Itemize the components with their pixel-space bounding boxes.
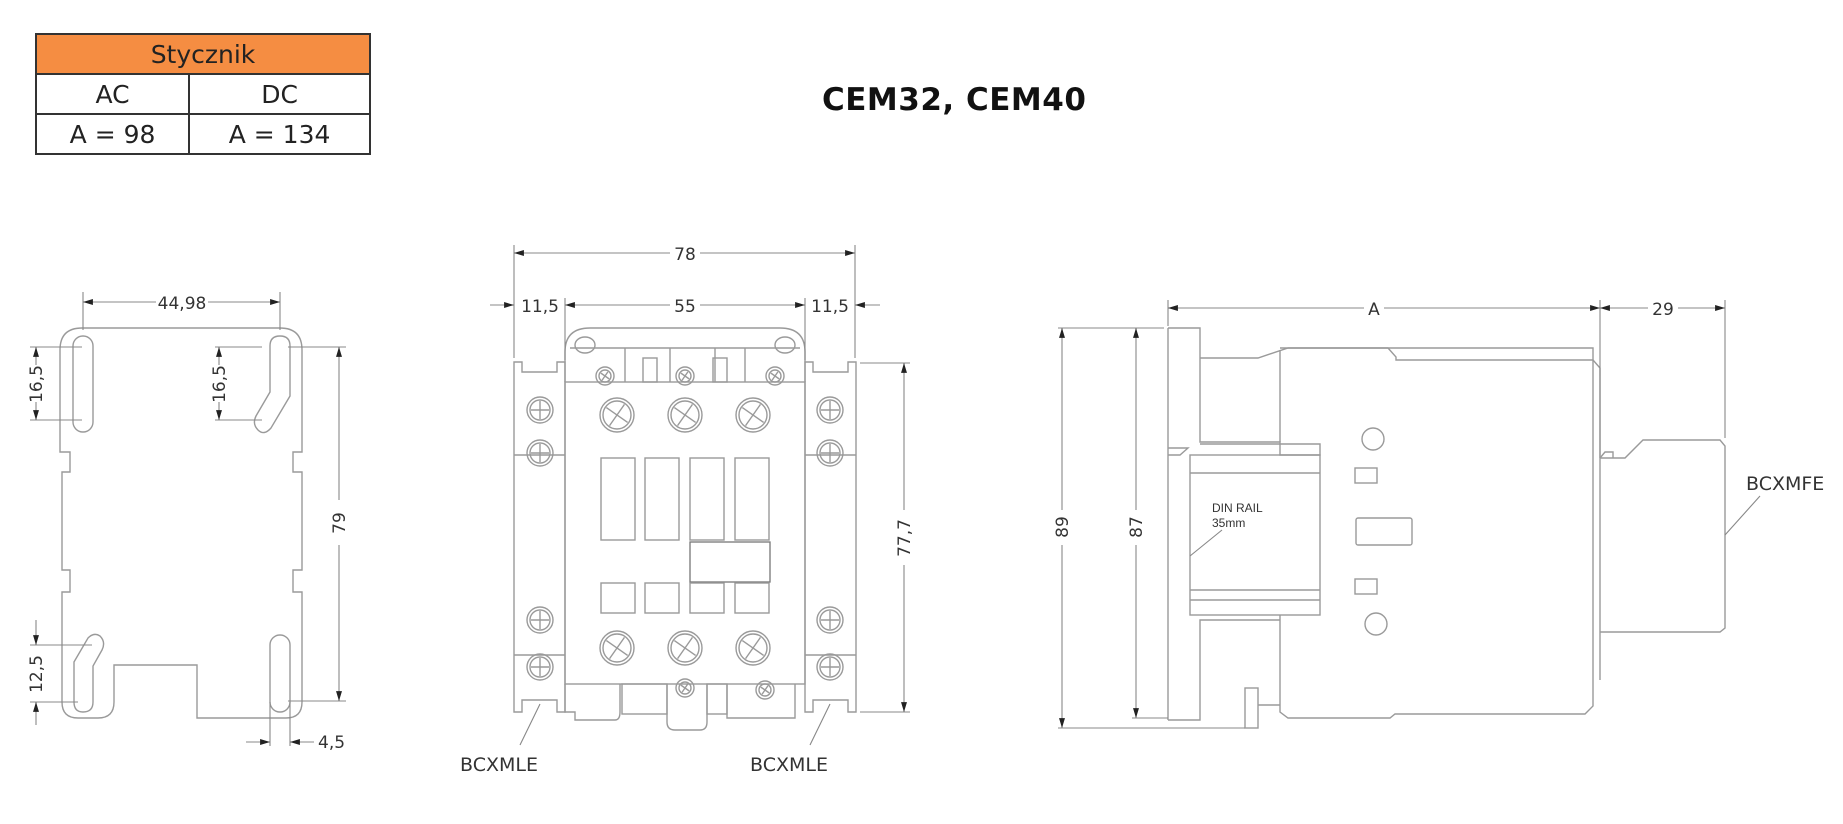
screw-icon <box>526 396 554 424</box>
dim-body-width: 55 <box>674 297 696 317</box>
screw-icon <box>667 397 703 433</box>
accessory-bcxmfe <box>1600 439 1726 633</box>
dim-slot-width: 4,5 <box>318 733 345 753</box>
screw-icon <box>816 439 844 467</box>
screw-icon <box>675 678 695 698</box>
slot-top-left <box>72 335 94 433</box>
mounting-plate-drawing: 44,98 16,5 16,5 79 12,5 4,5 <box>27 292 350 753</box>
screw-icon <box>755 680 775 700</box>
dim-slot-bottom: 12,5 <box>27 655 47 693</box>
dim-plate-height: 79 <box>330 512 350 534</box>
dim-body-height: 87 <box>1127 516 1147 538</box>
contactor-dimension-table: Stycznik AC DC A = 98 A = 134 <box>34 33 371 155</box>
side-view-dimensions: A 29 89 87 DIN RAIL 35mm BCXMFE <box>1053 300 1824 729</box>
dim-front-height: 77,7 <box>895 519 915 557</box>
screw-icon <box>526 653 554 681</box>
screw-icon <box>765 366 785 386</box>
terminal-screws <box>526 366 844 700</box>
side-body <box>1279 347 1594 719</box>
screw-icon <box>816 653 844 681</box>
dim-slot-left: 16,5 <box>27 365 47 403</box>
value-dc: A = 134 <box>188 113 371 155</box>
screw-icon <box>675 366 695 386</box>
screw-icon <box>526 439 554 467</box>
screw-icon <box>595 366 615 386</box>
din-rail <box>1189 454 1321 616</box>
dim-slot-right: 16,5 <box>210 365 230 403</box>
screw-icon <box>816 606 844 634</box>
side-view-drawing <box>1167 327 1726 729</box>
label-bcxmle-right: BCXMLE <box>750 754 828 776</box>
dim-accessory-depth: 29 <box>1652 300 1674 320</box>
screw-icon <box>599 630 635 666</box>
label-din-rail-size: 35mm <box>1212 516 1245 530</box>
column-dc: DC <box>188 73 371 115</box>
page-title: CEM32, CEM40 <box>822 82 1087 118</box>
screw-icon <box>735 630 771 666</box>
label-din-rail: DIN RAIL <box>1212 501 1263 515</box>
label-bcxmfe: BCXMFE <box>1746 473 1824 495</box>
front-view-dimensions: 78 11,5 55 11,5 77,7 BCXMLE BCXMLE <box>460 245 915 776</box>
dim-plate-width: 44,98 <box>158 294 207 314</box>
column-ac: AC <box>34 73 191 115</box>
auxiliary-module-right <box>804 361 857 713</box>
front-view-drawing <box>513 327 857 731</box>
value-ac: A = 98 <box>34 113 191 155</box>
dim-right-module: 11,5 <box>811 297 849 317</box>
dim-overall-width: 78 <box>674 245 696 265</box>
screw-icon <box>816 396 844 424</box>
table-header: Stycznik <box>35 33 371 75</box>
slot-bottom-left <box>73 633 105 713</box>
dim-left-module: 11,5 <box>521 297 559 317</box>
screw-icon <box>667 630 703 666</box>
label-bcxmle-left: BCXMLE <box>460 754 538 776</box>
screw-icon <box>735 397 771 433</box>
dim-overall-height: 89 <box>1053 516 1073 538</box>
screw-icon <box>599 397 635 433</box>
dim-depth-a: A <box>1368 300 1380 320</box>
slot-top-right <box>253 335 291 434</box>
plate-outline <box>59 327 303 719</box>
screw-icon <box>526 606 554 634</box>
slot-bottom-right <box>269 634 291 713</box>
